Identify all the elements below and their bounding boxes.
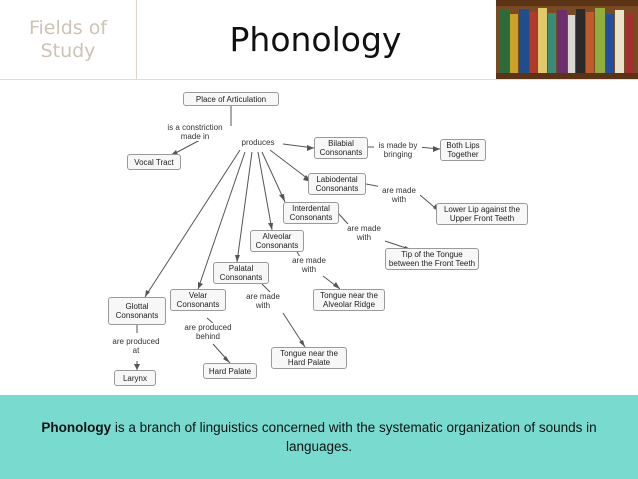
edge-label-made-with-interdental: are made with (343, 224, 385, 242)
bookshelf-image (496, 0, 638, 79)
lower-lip-line1: Lower Lip against the (443, 205, 521, 214)
produced-behind-line1: are produced (184, 323, 232, 332)
produced-at-line1: are produced (112, 337, 160, 346)
definition-text: Phonology is a branch of linguistics con… (39, 418, 599, 456)
node-interdental-consonants: Interdental Consonants (283, 202, 339, 224)
node-alveolar-consonants: Alveolar Consonants (250, 230, 304, 252)
labiodental-line1: Labiodental (316, 175, 358, 184)
node-lower-lip: Lower Lip against the Upper Front Teeth (436, 203, 528, 225)
tip-tongue-line1: Tip of the Tongue (401, 250, 463, 259)
produced-behind-line2: behind (195, 332, 221, 341)
interdental-line2: Consonants (289, 213, 333, 222)
node-larynx: Larynx (114, 370, 156, 386)
definition-term: Phonology (41, 420, 112, 435)
node-bilabial-consonants: Bilabial Consonants (314, 137, 368, 159)
edge-label-produced-behind: are produced behind (180, 323, 236, 341)
field-label-line1: Fields of (28, 16, 108, 39)
constriction-line1: is a constriction (167, 123, 223, 132)
fields-of-study-box: Fields of Study (0, 0, 137, 79)
concept-map: Place of Articulation Vocal Tract Bilabi… (0, 80, 638, 395)
fields-of-study-label: Fields of Study (29, 17, 107, 63)
alveolar-ridge-line1: Tongue near the (320, 291, 378, 300)
interdental-line1: Interdental (292, 204, 330, 213)
velar-line2: Consonants (176, 300, 220, 309)
velar-line1: Velar (188, 291, 208, 300)
node-alveolar-ridge: Tongue near the Alveolar Ridge (313, 289, 385, 311)
labiodental-line2: Consonants (315, 184, 359, 193)
field-label-line2: Study (40, 39, 96, 62)
tip-tongue-line2: between the Front Teeth (388, 259, 476, 268)
edge-label-constriction: is a constriction made in (161, 123, 229, 141)
glottal-line2: Consonants (115, 311, 159, 320)
edge-label-produces: produces (236, 138, 280, 147)
definition-body: is a branch of linguistics concerned wit… (111, 420, 597, 454)
lower-lip-line2: Upper Front Teeth (449, 214, 515, 223)
made-with-1-line1: are made (382, 186, 416, 195)
constriction-line2: made in (180, 132, 210, 141)
hard-palate-tongue-line2: Hard Palate (287, 358, 331, 367)
node-glottal-consonants: Glottal Consonants (108, 297, 166, 325)
both-lips-line1: Both Lips (446, 141, 480, 150)
bilabial-line2: Consonants (319, 148, 363, 157)
made-by-line2: bringing (383, 150, 413, 159)
made-by-line1: is made by (378, 141, 418, 150)
edge-label-produced-at: are produced at (108, 337, 164, 355)
made-with-4-line2: with (255, 301, 271, 310)
made-with-1-line2: with (391, 195, 407, 204)
bilabial-line1: Bilabial (328, 139, 354, 148)
page-title: Phonology (229, 20, 402, 59)
node-hard-palate: Hard Palate (203, 363, 257, 379)
made-with-2-line2: with (356, 233, 372, 242)
node-place-of-articulation: Place of Articulation (183, 92, 279, 106)
edge-label-made-with-alveolar: are made with (288, 256, 330, 274)
node-palatal-consonants: Palatal Consonants (213, 262, 269, 284)
slide-header: Fields of Study Phonology (0, 0, 638, 80)
glottal-line1: Glottal (125, 302, 149, 311)
definition-banner: Phonology is a branch of linguistics con… (0, 395, 638, 479)
node-both-lips: Both Lips Together (440, 139, 486, 161)
bookshelf-graphic (496, 0, 638, 79)
made-with-2-line1: are made (347, 224, 381, 233)
made-with-3-line2: with (301, 265, 317, 274)
made-with-3-line1: are made (292, 256, 326, 265)
node-labiodental-consonants: Labiodental Consonants (308, 173, 366, 195)
node-hard-palate-tongue: Tongue near the Hard Palate (271, 347, 347, 369)
palatal-line2: Consonants (219, 273, 263, 282)
node-tip-of-tongue: Tip of the Tongue between the Front Teet… (385, 248, 479, 270)
produced-at-line2: at (132, 346, 140, 355)
made-with-4-line1: are made (246, 292, 280, 301)
hard-palate-tongue-line1: Tongue near the (280, 349, 338, 358)
alveolar-ridge-line2: Alveolar Ridge (322, 300, 376, 309)
node-velar-consonants: Velar Consonants (170, 289, 226, 311)
edge-label-made-with-labiodental: are made with (378, 186, 420, 204)
node-vocal-tract: Vocal Tract (127, 154, 181, 170)
edge-label-made-by: is made by bringing (374, 141, 422, 159)
edge-label-made-with-palatal: are made with (242, 292, 284, 310)
palatal-line1: Palatal (228, 264, 254, 273)
alveolar-line2: Consonants (255, 241, 299, 250)
both-lips-line2: Together (447, 150, 479, 159)
alveolar-line1: Alveolar (262, 232, 292, 241)
